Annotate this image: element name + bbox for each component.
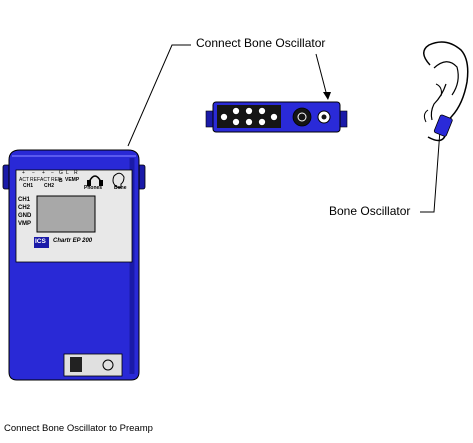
port-minus-1: − xyxy=(32,170,35,176)
port-r: R xyxy=(74,170,78,176)
port-g: G xyxy=(59,170,63,176)
arrowhead xyxy=(323,92,331,100)
bone-label: Bone xyxy=(114,185,127,191)
side-label-vmp: VMP xyxy=(18,221,32,227)
port-label-ref-2: REF xyxy=(51,177,61,183)
side-label-gnd: GND xyxy=(18,213,32,219)
port-label-b: B xyxy=(59,178,63,184)
connect-bone-oscillator-label: Connect Bone Oscillator xyxy=(196,36,326,50)
port-l: L xyxy=(66,170,69,176)
port-plus-2: + xyxy=(42,170,45,176)
channel-label-ch2: CH2 xyxy=(44,183,55,189)
bone-oscillator xyxy=(433,114,453,137)
leader-line-device xyxy=(127,44,191,147)
port-plus-1: + xyxy=(22,170,25,176)
leader-line-preamp xyxy=(315,53,328,97)
device-panel-labels: + − + − G L R ACT REF ACT REF VEMP B CH1… xyxy=(16,170,132,262)
channel-label-ch1: CH1 xyxy=(23,183,34,189)
port-minus-2: − xyxy=(51,170,54,176)
port-label-act-2: ACT xyxy=(40,177,50,183)
chartr-device xyxy=(2,149,146,381)
preamp-box xyxy=(205,101,348,133)
side-label-ch2: CH2 xyxy=(18,205,31,211)
brand-logo: ICS xyxy=(35,238,46,245)
port-label-act-1: ACT xyxy=(19,177,29,183)
port-label-vemp: VEMP xyxy=(65,177,80,183)
side-label-ch1: CH1 xyxy=(18,197,31,203)
bone-oscillator-label: Bone Oscillator xyxy=(329,204,411,218)
caption: Connect Bone Oscillator to Preamp xyxy=(4,423,153,434)
port-label-ref-1: REF xyxy=(30,177,40,183)
leader-line-bone xyxy=(420,129,441,213)
phones-label: Phones xyxy=(84,185,103,191)
model-name: Chartr EP 200 xyxy=(53,238,93,244)
